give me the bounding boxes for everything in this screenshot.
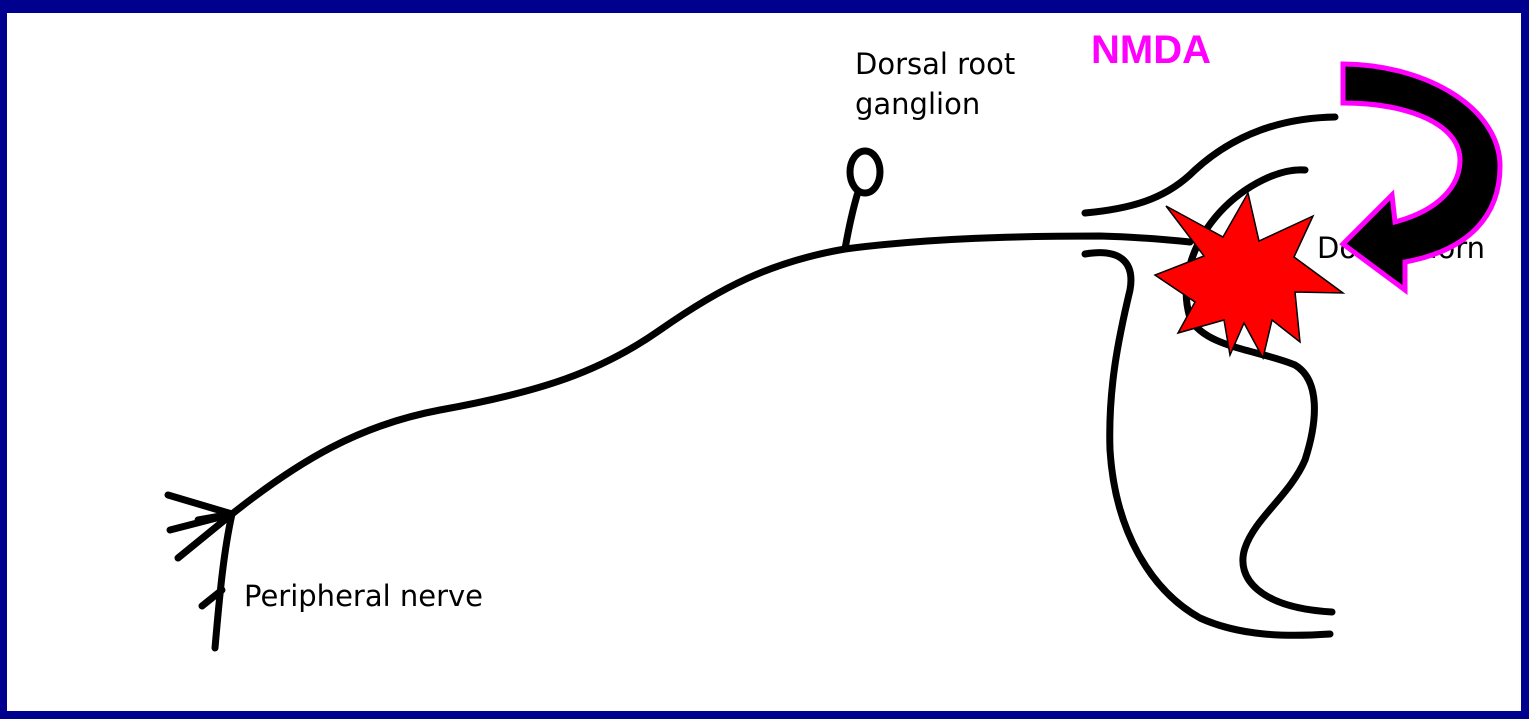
diagram-panel: Dorsal root ganglion Peripheral nerve Do… (7, 13, 1521, 711)
nmda-curved-arrow-icon (1343, 64, 1500, 290)
pain-burst-icon (1155, 193, 1343, 358)
overlay-drawing (7, 13, 1521, 711)
